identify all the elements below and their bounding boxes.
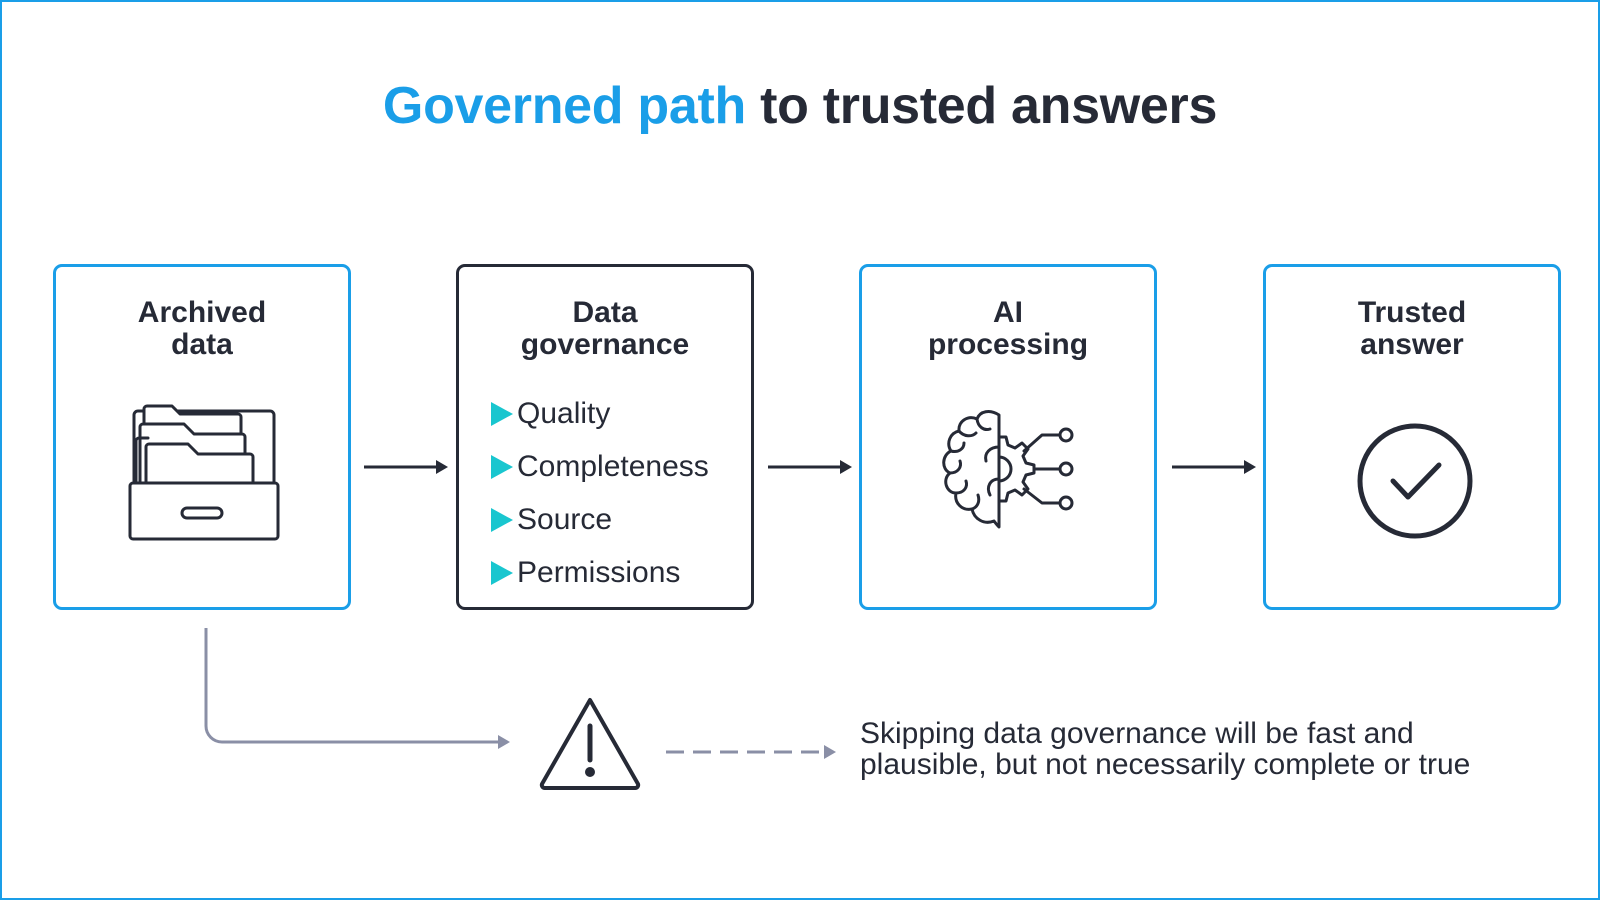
step-title: Archived data	[137, 296, 267, 361]
title-rest: to trusted answers	[760, 77, 1218, 135]
list-item: Completeness	[491, 440, 709, 493]
check-circle-icon	[1357, 423, 1473, 539]
step-title: Trusted answer	[1357, 296, 1467, 361]
step-trusted-answer: Trusted answer	[1263, 264, 1561, 610]
arrow-right-icon	[768, 460, 852, 474]
arrow-right-icon	[364, 460, 448, 474]
warning-note: Skipping data governance will be fast an…	[860, 717, 1471, 781]
file-drawer-icon	[128, 404, 280, 541]
bullet-triangle-icon	[491, 560, 513, 585]
step-title: AI processing	[927, 296, 1089, 361]
list-item: Source	[491, 493, 709, 546]
step-title: Data governance	[520, 296, 690, 361]
step-ai-processing: AI processing	[859, 264, 1157, 610]
brain-gear-icon	[942, 410, 1074, 529]
warning-icon	[539, 698, 641, 790]
list-item: Quality	[491, 387, 709, 440]
dashed-arrow	[666, 745, 836, 759]
list-item: Permissions	[491, 546, 709, 599]
governance-checklist: Quality Completeness Source Permissions	[491, 387, 709, 599]
title-accent: Governed path	[382, 77, 746, 135]
diagram-title: Governed path to trusted answers	[0, 76, 1600, 136]
bullet-triangle-icon	[491, 454, 513, 479]
bullet-triangle-icon	[491, 507, 513, 532]
step-data-governance: Data governance Quality Completeness Sou…	[456, 264, 754, 610]
bypass-arrow	[204, 628, 510, 749]
bullet-triangle-icon	[491, 401, 513, 426]
step-archived-data: Archived data	[53, 264, 351, 610]
arrow-right-icon	[1172, 460, 1256, 474]
